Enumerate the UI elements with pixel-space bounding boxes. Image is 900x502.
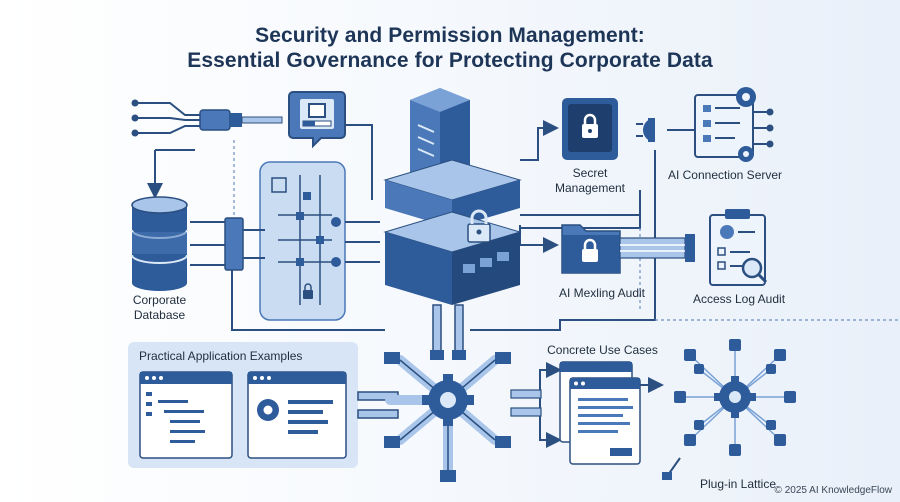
label-ai-auditing: AI Mexling Audit <box>558 286 646 300</box>
label-plugin-lattice: Plug-in Lattice <box>699 477 777 491</box>
label-corporate-database: Corporate Database <box>132 293 187 322</box>
footer-copyright: © 2025 AI KnowledgeFlow <box>774 485 892 496</box>
use-case-windows <box>559 361 641 465</box>
gear-hub-icon <box>384 352 542 482</box>
label-practical-examples: Practical Application Examples <box>139 349 303 363</box>
title-line-2: Essential Governance for Protecting Corp… <box>187 49 713 72</box>
plugin-lattice-icon <box>662 339 796 480</box>
database-icon <box>131 196 188 291</box>
secret-management-icon <box>562 98 618 160</box>
db-link-connectors <box>190 217 380 271</box>
label-secret-management: Secret Management <box>554 166 626 195</box>
ai-server-icon <box>694 87 774 162</box>
label-ai-connection-server: AI Connection Server <box>667 168 783 182</box>
secure-server-icon <box>383 88 522 360</box>
folder-lock-icon <box>561 224 695 274</box>
permission-panel <box>259 161 346 321</box>
title-line-1: Security and Permission Management: <box>255 24 645 47</box>
label-concrete-use-cases: Concrete Use Cases <box>547 343 658 357</box>
label-access-log-audit: Access Log Audit <box>692 292 786 306</box>
plug-connector-icon <box>636 118 695 142</box>
network-plug-icon <box>131 99 283 137</box>
practical-examples-panel <box>128 342 358 468</box>
clipboard-audit-icon <box>709 209 768 286</box>
connector-lines <box>147 117 664 448</box>
hub-cables <box>357 391 399 419</box>
monitor-icon <box>288 91 346 149</box>
